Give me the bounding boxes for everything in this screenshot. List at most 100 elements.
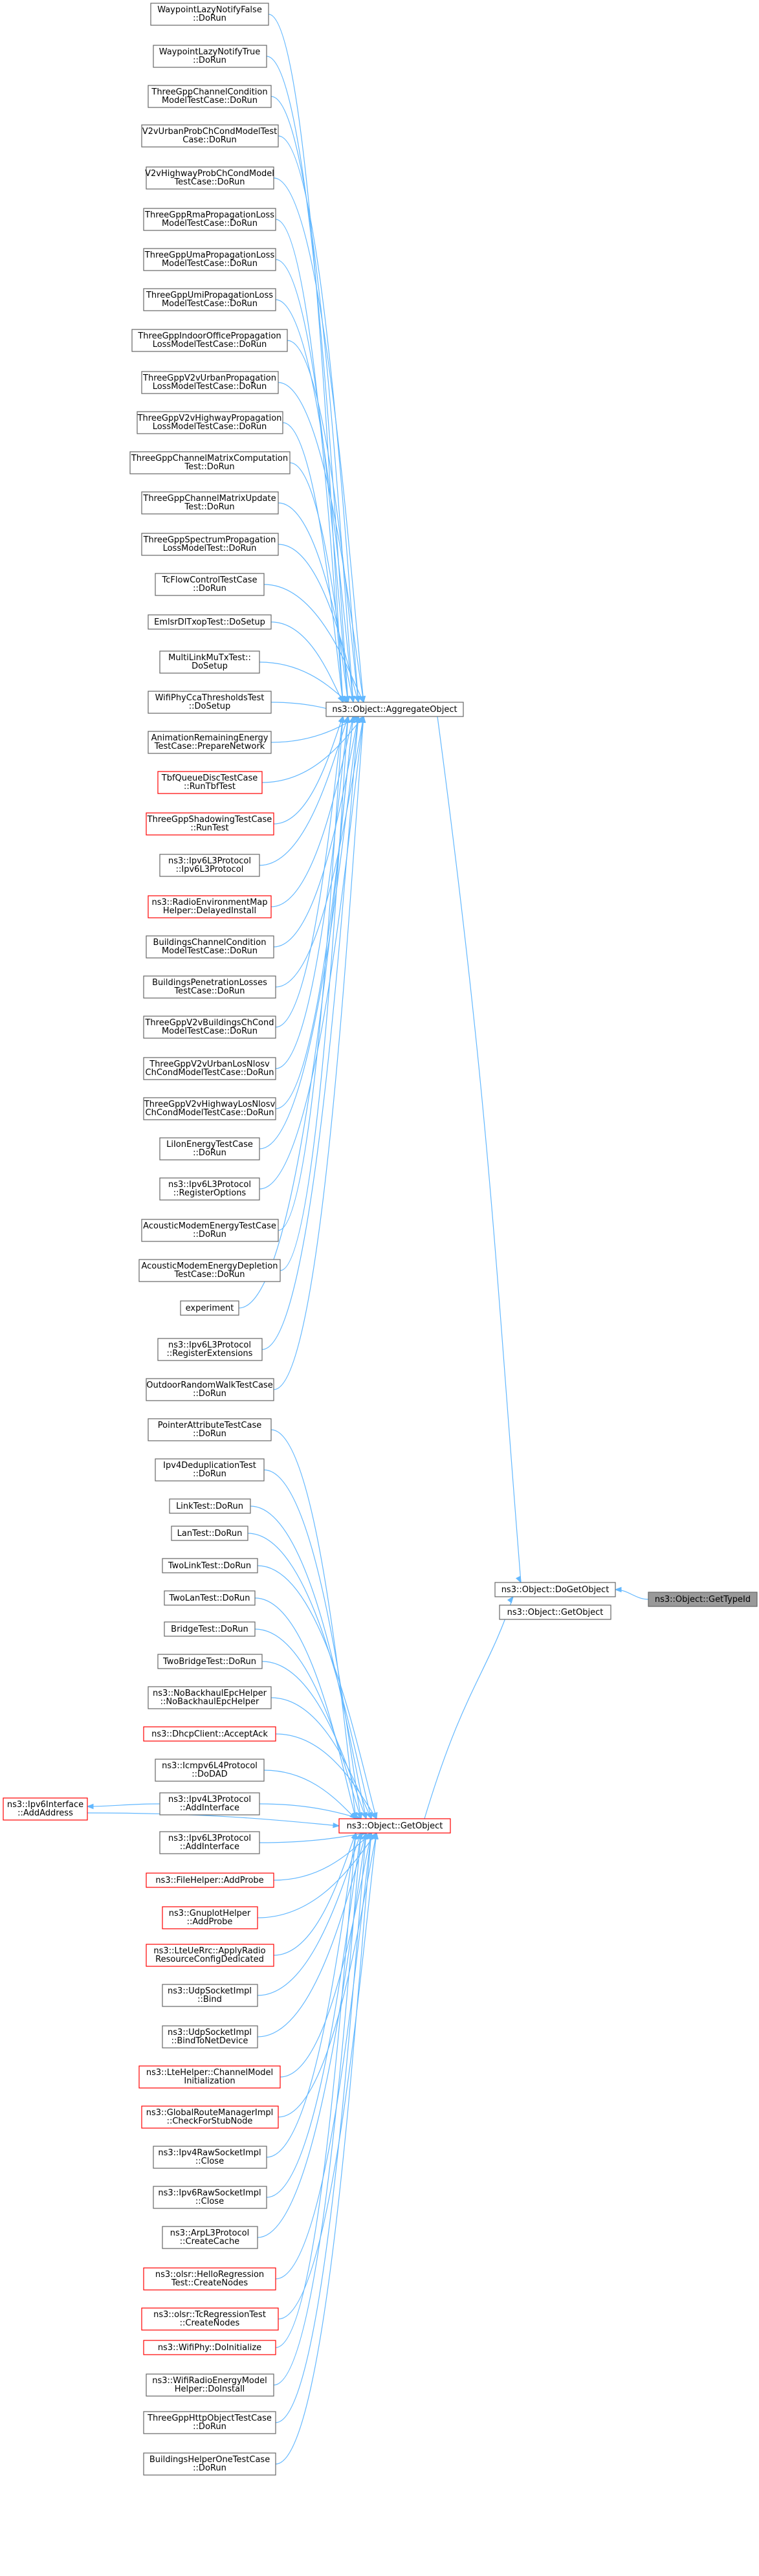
caller-node[interactable]: ThreeGppV2vUrbanLosNlosvChCondModelTestC…	[143, 1057, 276, 1080]
caller-node[interactable]: ns3::LteHelper::ChannelModelInitializati…	[138, 2065, 281, 2089]
edge-layer	[86, 14, 649, 2465]
caller-node[interactable]: ThreeGppV2vBuildingsChCondModelTestCase:…	[143, 1016, 276, 1039]
caller-node[interactable]: ns3::Ipv6L3Protocol::RegisterExtensions	[157, 1338, 263, 1361]
caller-node[interactable]: ThreeGppUmaPropagationLossModelTestCase:…	[143, 248, 276, 271]
caller-node[interactable]: TbfQueueDiscTestCase::RunTbfTest	[157, 771, 263, 794]
caller-node[interactable]: ns3::WifiRadioEnergyModelHelper::DoInsta…	[146, 2373, 274, 2397]
caller-node[interactable]: ns3::Ipv6L3Protocol::Ipv6L3Protocol	[159, 854, 260, 877]
node-label: WaypointLazyNotifyTrue	[159, 47, 261, 57]
caller-node[interactable]: WaypointLazyNotifyTrue::DoRun	[153, 45, 267, 68]
caller-node[interactable]: BuildingsChannelConditionModelTestCase::…	[146, 935, 274, 959]
caller-node[interactable]: ThreeGppRmaPropagationLossModelTestCase:…	[143, 208, 276, 231]
caller-node[interactable]: ns3::RadioEnvironmentMapHelper::DelayedI…	[148, 895, 272, 918]
caller-node[interactable]: LiIonEnergyTestCase::DoRun	[159, 1137, 260, 1160]
call-edge	[257, 1832, 367, 2238]
caller-node[interactable]: LanTest::DoRun	[171, 1526, 248, 1541]
caller-node[interactable]: WifiPhyCcaThresholdsTest::DoSetup	[148, 691, 272, 714]
caller-node[interactable]: AcousticModemEnergyDepletionTestCase::Do…	[138, 1259, 281, 1282]
node-box	[141, 2105, 279, 2129]
call-edge	[270, 1429, 357, 1819]
node-box	[143, 2411, 276, 2434]
caller-node[interactable]: experiment	[180, 1300, 239, 1316]
call-edge	[273, 1832, 362, 2386]
caller-node[interactable]: BuildingsHelperOneTestCase::DoRun	[143, 2452, 276, 2476]
node-box	[171, 1526, 248, 1541]
caller-node[interactable]: AcousticModemEnergyTestCase::DoRun	[141, 1219, 279, 1242]
node-box	[164, 1590, 256, 1606]
caller-node[interactable]: BridgeTest::DoRun	[164, 1621, 256, 1637]
caller-node[interactable]: ThreeGppShadowingTestCase::RunTest	[146, 812, 274, 836]
caller-node[interactable]: TwoLanTest::DoRun	[164, 1590, 256, 1606]
caller-node[interactable]: ns3::UdpSocketImpl::Bind	[162, 1984, 258, 2007]
caller-node[interactable]: ThreeGppChannelMatrixComputationTest::Do…	[129, 451, 291, 474]
caller-node[interactable]: LinkTest::DoRun	[169, 1498, 251, 1514]
call-edge	[280, 1832, 372, 2078]
node-label: ThreeGppChannelMatrixComputation	[131, 454, 288, 463]
call-edge	[259, 716, 364, 1190]
caller-node[interactable]: ns3::Ipv4L3Protocol::AddInterface	[159, 1792, 260, 1815]
node-label: ns3::ArpL3Protocol	[170, 2228, 249, 2238]
caller-node[interactable]: Ipv4DeduplicationTest::DoRun	[155, 1458, 265, 1482]
caller-node[interactable]: ThreeGppSpectrumPropagationLossModelTest…	[141, 533, 279, 556]
caller-node[interactable]: ThreeGppV2vHighwayLosNlosvChCondModelTes…	[143, 1097, 276, 1120]
caller-node[interactable]: OutdoorRandomWalkTestCase::DoRun	[146, 1378, 274, 1401]
caller-node[interactable]: ns3::Ipv6L3Protocol::AddInterface	[159, 1831, 260, 1854]
node-getobject-top[interactable]: ns3::Object::GetObject	[499, 1604, 611, 1620]
node-label: LossModelTestCase::DoRun	[153, 340, 267, 350]
caller-node[interactable]: ns3::Ipv4RawSocketImpl::Close	[153, 2146, 267, 2169]
caller-node[interactable]: ns3::UdpSocketImpl::BindToNetDevice	[162, 2025, 258, 2049]
caller-node[interactable]: TcFlowControlTestCase::DoRun	[155, 573, 265, 596]
node-dogetobject[interactable]: ns3::Object::DoGetObject	[494, 1582, 616, 1597]
node-label: ns3::RadioEnvironmentMap	[151, 898, 267, 907]
caller-node[interactable]: TwoBridgeTest::DoRun	[157, 1654, 263, 1669]
call-edge	[275, 1733, 377, 1819]
node-label: ::AddProbe	[187, 1917, 233, 1927]
caller-node[interactable]: BuildingsPenetrationLossesTestCase::DoRu…	[143, 975, 276, 999]
caller-node[interactable]: ThreeGppIndoorOfficePropagationLossModel…	[131, 329, 288, 352]
caller-node[interactable]: EmlsrDlTxopTest::DoSetup	[148, 614, 272, 630]
node-label: ::AddInterface	[180, 1803, 239, 1813]
node-box	[159, 1831, 260, 1854]
caller-node[interactable]: ThreeGppUmiPropagationLossModelTestCase:…	[143, 288, 276, 311]
node-box	[159, 854, 260, 877]
caller-node[interactable]: ns3::FileHelper::AddProbe	[146, 1872, 274, 1888]
call-edge	[278, 716, 344, 1231]
caller-node[interactable]: ns3::olsr::HelloRegressionTest::CreateNo…	[143, 2267, 276, 2291]
node-ipv6interface-addaddress[interactable]: ns3::Ipv6Interface::AddAddress	[3, 1797, 88, 1821]
node-getobject[interactable]: ns3::Object::GetObject	[338, 1818, 451, 1834]
caller-node[interactable]: ThreeGppV2vHighwayPropagationLossModelTe…	[137, 411, 283, 434]
caller-node[interactable]: ns3::Icmpv6L4Protocol::DoDAD	[155, 1759, 265, 1782]
node-label: WifiPhyCcaThresholdsTest	[155, 693, 265, 703]
node-box	[146, 812, 274, 836]
caller-node[interactable]: WaypointLazyNotifyFalse::DoRun	[150, 3, 269, 26]
caller-node[interactable]: ns3::LteUeRrc::ApplyRadioResourceConfigD…	[146, 1944, 274, 1967]
node-label: ns3::olsr::HelloRegression	[155, 2270, 264, 2280]
caller-node[interactable]: ns3::ArpL3Protocol::CreateCache	[162, 2226, 258, 2249]
caller-node[interactable]: ns3::GnuplotHelper::AddProbe	[162, 1906, 258, 1929]
caller-node[interactable]: ns3::GlobalRouteManagerImpl::CheckForStu…	[141, 2105, 279, 2129]
node-aggregateobject[interactable]: ns3::Object::AggregateObject	[325, 702, 464, 717]
caller-node[interactable]: ns3::olsr::TcRegressionTest::CreateNodes	[141, 2307, 279, 2331]
node-box	[148, 614, 272, 630]
caller-node[interactable]: MultiLinkMuTxTest::DoSetup	[159, 650, 260, 674]
caller-node[interactable]: PointerAttributeTestCase::DoRun	[148, 1418, 272, 1441]
node-label: Case::DoRun	[182, 135, 236, 145]
call-edge	[424, 1596, 514, 1819]
target-node[interactable]: ns3::Object::GetTypeId	[648, 1592, 758, 1607]
caller-node[interactable]: ns3::Ipv6RawSocketImpl::Close	[153, 2186, 267, 2209]
node-label: ::DoRun	[193, 1469, 226, 1479]
caller-node[interactable]: ns3::DhcpClient::AcceptAck	[143, 1726, 276, 1742]
node-box	[146, 1944, 274, 1967]
caller-node[interactable]: ns3::Ipv6L3Protocol::RegisterOptions	[159, 1177, 260, 1201]
caller-node[interactable]: ThreeGppChannelConditionModelTestCase::D…	[148, 85, 272, 108]
caller-node[interactable]: ThreeGppV2vUrbanPropagationLossModelTest…	[141, 371, 279, 394]
caller-node[interactable]: ThreeGppHttpObjectTestCase::DoRun	[143, 2411, 276, 2434]
caller-node[interactable]: ns3::NoBackhaulEpcHelper::NoBackhaulEpcH…	[148, 1686, 272, 1709]
caller-node[interactable]: AnimationRemainingEnergyTestCase::Prepar…	[148, 731, 272, 754]
call-edge	[263, 1770, 357, 1819]
caller-node[interactable]: ns3::WifiPhy::DoInitialize	[143, 2340, 276, 2355]
caller-node[interactable]: TwoLinkTest::DoRun	[162, 1558, 258, 1573]
